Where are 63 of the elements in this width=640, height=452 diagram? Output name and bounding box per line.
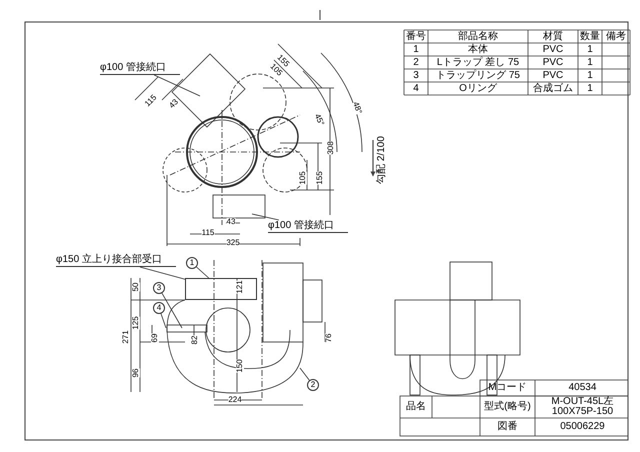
dimension-label: 121 <box>236 280 244 294</box>
slope-label: 勾配 2/100 <box>377 136 387 184</box>
table-cell-text: PVC <box>542 43 564 56</box>
leader-line <box>300 368 310 381</box>
dimension-label: 308 <box>327 141 335 155</box>
dimension-label: 150 <box>236 359 244 373</box>
title-block-text: 品名 <box>405 400 427 414</box>
dimension-label: 155 <box>316 171 324 185</box>
dimension-label: 271 <box>122 330 130 344</box>
dimension-label: 43 <box>168 98 180 110</box>
table-cell-text: 1 <box>586 82 594 95</box>
title-block-text: 40534 <box>568 381 598 395</box>
callout-number: 2 <box>307 379 319 391</box>
callout-label: φ100 管接続口 <box>268 220 348 233</box>
table-cell-text: 1 <box>586 69 594 82</box>
table-cell-text: 1 <box>586 56 594 69</box>
table-cell-text: トラップリング 75 <box>435 69 521 82</box>
table-cell-text: PVC <box>542 69 564 82</box>
callout-number: 3 <box>153 282 165 294</box>
title-block-text: Mコード <box>487 381 528 395</box>
dimension-label: 69 <box>151 334 159 342</box>
table-cell-text: 1 <box>412 43 420 56</box>
title-block-text: 図番 <box>496 420 518 434</box>
title-block-text: 型式(略号) <box>483 400 532 414</box>
dimension-label: 48° <box>351 100 363 116</box>
table-cell-text: 材質 <box>542 30 564 43</box>
table-cell-text: 3 <box>412 69 420 82</box>
dimension-label: 43 <box>226 218 236 226</box>
dimension-label: 82 <box>191 336 199 344</box>
pipe-rim <box>185 278 257 300</box>
table-cell-text: 備考 <box>605 30 627 43</box>
table-cell-text: PVC <box>542 56 564 69</box>
callout-number: 4 <box>153 302 165 314</box>
callout-label: φ100 管接続口 <box>100 62 180 75</box>
table-cell-text: 2 <box>412 56 420 69</box>
leader-line <box>196 266 210 278</box>
leader-line <box>154 74 200 96</box>
leader-line <box>160 313 166 328</box>
table-cell-text: 部品名称 <box>457 30 499 43</box>
table-cell-text: 本体 <box>467 43 489 56</box>
dimension-label: 115 <box>144 94 158 108</box>
dimension-label: 224 <box>228 396 242 404</box>
dimension-label: 105 <box>299 171 307 185</box>
title-block-text: 05006229 <box>559 420 606 434</box>
table-cell-text: 合成ゴム <box>532 82 574 95</box>
callout-label: φ150 立上り接合部受口 <box>56 254 176 267</box>
leader-line <box>162 292 182 328</box>
table-cell-text: Oリング <box>458 82 498 95</box>
title-block-text: M-OUT-45L左 100X75P-150 <box>550 396 615 418</box>
table-cell-text: 4 <box>412 82 420 95</box>
dimension-label: 50 <box>132 282 140 292</box>
dimension-label: 76 <box>325 334 333 342</box>
table-cell-text: Lトラップ 差し 75 <box>436 56 520 69</box>
table-cell-text: 数量 <box>579 30 601 43</box>
table-cell-text: 1 <box>586 43 594 56</box>
dimension-label: 125 <box>132 316 140 330</box>
dimension-label: 96 <box>132 368 140 378</box>
leader-line <box>140 266 186 280</box>
dimension-label: 115 <box>202 229 214 237</box>
callout-number: 1 <box>186 257 198 269</box>
dimension-label: 325 <box>226 239 240 247</box>
table-cell-text: 番号 <box>405 30 427 43</box>
leader-line <box>252 214 280 220</box>
